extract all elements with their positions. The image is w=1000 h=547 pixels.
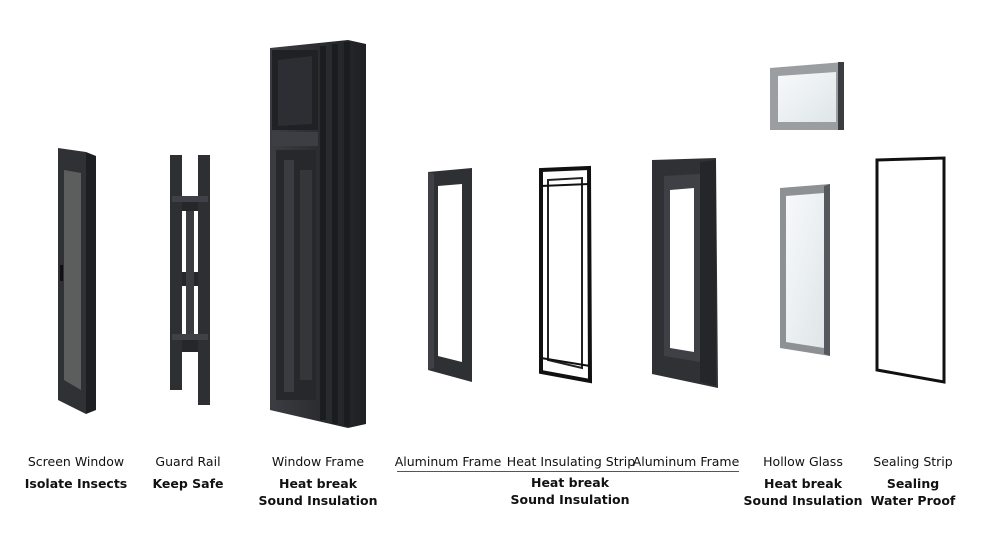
label-aluminum-frame-right: Aluminum Frame (633, 453, 740, 470)
label-heat-insulating-strip: Heat Insulating Strip (507, 453, 635, 470)
component-name: Sealing Strip (873, 454, 953, 469)
group-feature: Sound Insulation (510, 492, 630, 507)
component-name: Aluminum Frame (632, 454, 740, 469)
hollow-glass-top-image (770, 62, 844, 130)
heat-insulating-strip-image (539, 165, 593, 384)
component-feature: Heat break (763, 476, 843, 491)
label-sealing-strip: Sealing Strip Sealing Water Proof (871, 453, 956, 509)
component-name: Hollow Glass (763, 454, 843, 469)
window-frame-image (270, 40, 366, 428)
screen-window-image (58, 148, 96, 414)
component-name: Heat Insulating Strip (506, 454, 636, 469)
label-hollow-glass: Hollow Glass Heat break Sound Insulation (743, 453, 862, 509)
component-feature: Keep Safe (152, 476, 224, 491)
aluminum-frame-left-image (428, 168, 472, 382)
component-feature: Sound Insulation (258, 493, 378, 508)
component-name: Screen Window (27, 454, 125, 469)
component-name: Aluminum Frame (394, 454, 502, 469)
component-feature: Isolate Insects (24, 476, 128, 491)
component-feature: Sealing (886, 476, 940, 491)
guard-rail-image (170, 155, 210, 405)
component-name: Guard Rail (155, 454, 221, 469)
group-feature: Heat break (530, 475, 610, 490)
label-guard-rail: Guard Rail Keep Safe (152, 453, 223, 492)
component-feature: Water Proof (870, 493, 956, 508)
label-group-features: Heat break Sound Insulation (510, 474, 629, 508)
label-screen-window: Screen Window Isolate Insects (25, 453, 128, 492)
component-feature: Sound Insulation (743, 493, 863, 508)
aluminum-frame-right-image (652, 158, 718, 388)
label-aluminum-frame-left: Aluminum Frame (395, 453, 502, 470)
group-divider (397, 471, 739, 472)
sealing-strip-image (875, 156, 946, 384)
hollow-glass-image (780, 184, 830, 356)
component-name: Window Frame (271, 454, 365, 469)
component-feature: Heat break (278, 476, 358, 491)
label-window-frame: Window Frame Heat break Sound Insulation (258, 453, 377, 509)
